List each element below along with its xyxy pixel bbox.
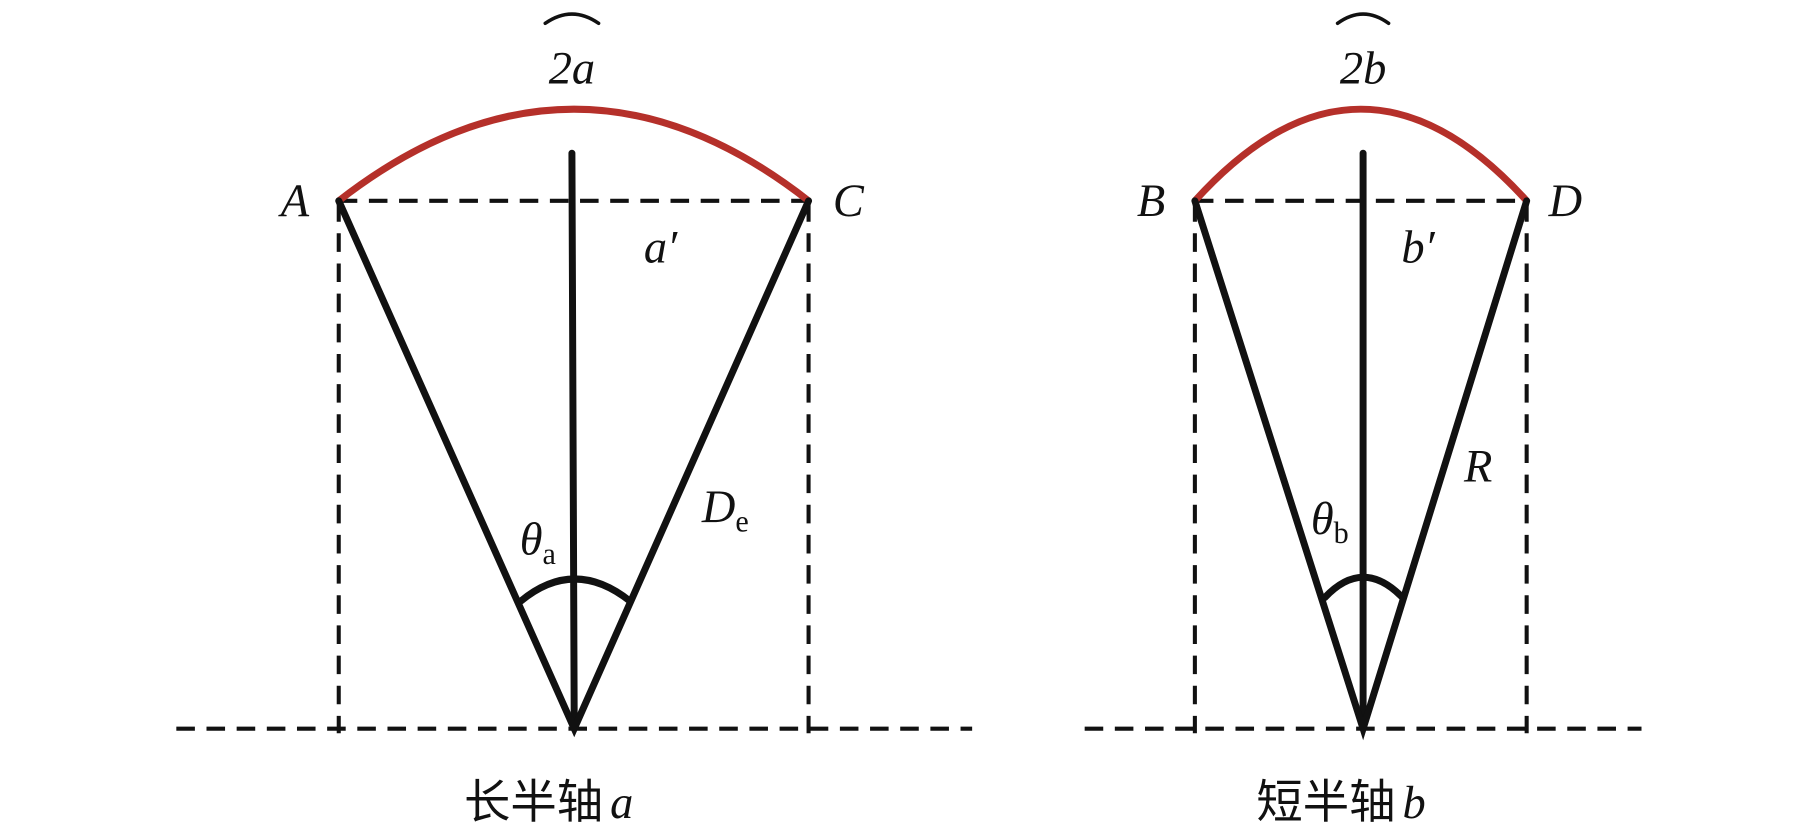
angle-label: θb [1311, 494, 1349, 550]
arc-2b [1192, 105, 1530, 204]
point-c: C [833, 176, 865, 227]
point-d: D [1548, 176, 1583, 227]
angle-arc [517, 575, 634, 605]
chord-label: b′ [1401, 222, 1435, 273]
arc-2a [336, 105, 811, 204]
arc-symbol [1335, 12, 1391, 26]
center-line [568, 149, 578, 733]
sector-sides [335, 197, 813, 738]
sector-sides [1191, 197, 1531, 741]
side-label: De [701, 482, 749, 538]
point-b: B [1137, 176, 1165, 227]
point-a: A [278, 176, 310, 227]
angle-arc [1321, 573, 1407, 602]
angle-label: θa [520, 515, 556, 571]
chord-label: a′ [644, 222, 678, 273]
arc-symbol [543, 12, 601, 26]
arc-label: 2b [1340, 44, 1386, 95]
side-label: R [1463, 442, 1492, 493]
arc-label: 2a [549, 44, 595, 95]
